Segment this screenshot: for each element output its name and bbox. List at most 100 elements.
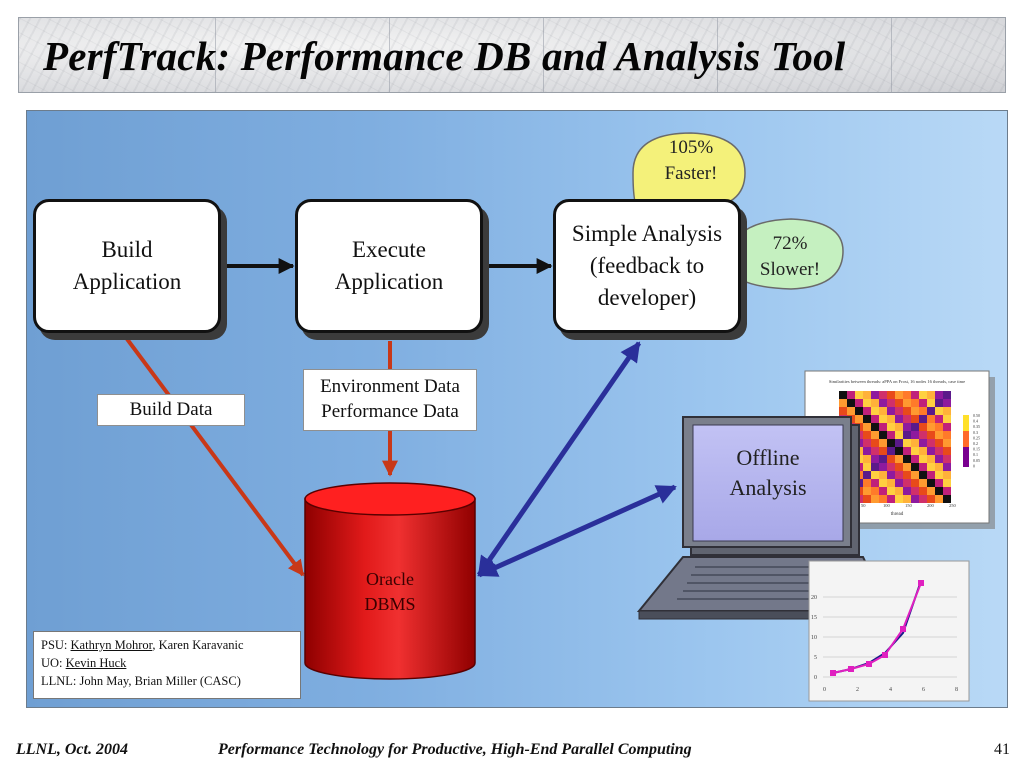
heatmap-cell	[927, 399, 935, 407]
heatmap-cell	[935, 439, 943, 447]
heatmap-cell	[919, 487, 927, 495]
heatmap-colorbar-mid	[963, 431, 969, 447]
linechart-x-tick: 6	[922, 687, 925, 693]
slower-bubble-text: 72% Slower!	[739, 231, 841, 283]
heatmap-cell	[871, 487, 879, 495]
execute-node-line-2: Application	[334, 269, 444, 294]
linechart-x-tick: 4	[889, 687, 892, 693]
heatmap-title: Similarities between threads: aPPA on Fr…	[829, 379, 965, 385]
heatmap-cell	[935, 479, 943, 487]
heatmap-cell	[903, 463, 911, 471]
env-data-text: Environment Data	[320, 376, 460, 398]
heatmap-cell	[943, 439, 951, 447]
linechart-markers	[830, 580, 924, 676]
heatmap-cell	[927, 495, 935, 503]
kevin-huck-link[interactable]: Kevin Huck	[65, 656, 127, 670]
heatmap-cell	[927, 487, 935, 495]
heatmap-cell	[887, 431, 895, 439]
heatmap-cell	[863, 447, 871, 455]
heatmap-cell	[839, 391, 847, 399]
heatmap-cell	[911, 471, 919, 479]
heatmap-cell	[919, 495, 927, 503]
heatmap-cell	[919, 455, 927, 463]
heatmap-cell	[911, 479, 919, 487]
heatmap-cell	[943, 391, 951, 399]
heatmap-scale-label: 0.15	[973, 447, 980, 452]
heatmap-cell	[895, 423, 903, 431]
heatmap-cell	[903, 471, 911, 479]
heatmap-cell	[895, 495, 903, 503]
db-line-2: DBMS	[364, 593, 416, 614]
heatmap-cell	[871, 423, 879, 431]
footer-left: LLNL, Oct. 2004	[16, 741, 128, 758]
build-data-label: Build Data	[97, 394, 245, 426]
heatmap-cell	[895, 407, 903, 415]
linechart-x-tick: 2	[856, 687, 859, 693]
heatmap-cell	[903, 439, 911, 447]
kathryn-mohror-link[interactable]: Kathryn Mohror	[70, 638, 153, 652]
linechart-y-tick: 15	[811, 615, 817, 621]
heatmap-cell	[895, 479, 903, 487]
env-perf-data-label: Environment Data Performance Data	[303, 369, 477, 431]
arrow-db-offline	[477, 484, 677, 578]
heatmap-scale-label: 0	[973, 463, 975, 468]
execute-application-node: Execute Application	[295, 199, 483, 333]
oracle-db-cylinder	[304, 482, 476, 680]
heatmap-cell	[871, 447, 879, 455]
heatmap-cell	[911, 391, 919, 399]
heatmap-cell	[911, 407, 919, 415]
credits-psu: PSU: Kathryn Mohror, Karen Karavanic	[41, 636, 293, 654]
heatmap-cell	[879, 423, 887, 431]
heatmap-cell	[855, 407, 863, 415]
heatmap-cell	[919, 463, 927, 471]
linechart-y-tick: 20	[811, 595, 817, 601]
heatmap-cell	[903, 479, 911, 487]
heatmap-cell	[895, 471, 903, 479]
heatmap-colorbar-top	[963, 415, 969, 431]
heatmap-cell	[895, 447, 903, 455]
linechart-y-tick: 0	[814, 675, 817, 681]
heatmap-cell	[887, 471, 895, 479]
heatmap-cell	[927, 423, 935, 431]
heatmap-cell	[879, 463, 887, 471]
heatmap-scale-label: 0.50	[973, 413, 980, 418]
heatmap-cell	[943, 463, 951, 471]
heatmap-cell	[887, 479, 895, 487]
heatmap-cell	[943, 431, 951, 439]
heatmap-scale-label: 0.2	[973, 441, 978, 446]
simple-analysis-node: Simple Analysis (feedback to developer)	[553, 199, 741, 333]
heatmap-cell	[903, 399, 911, 407]
arrow-build-to-db	[125, 337, 305, 577]
oracle-dbms-label: Oracle DBMS	[323, 567, 457, 617]
heatmap-scale-label: 0.25	[973, 435, 980, 440]
faster-word: Faster!	[664, 163, 718, 185]
heatmap-cell	[871, 495, 879, 503]
heatmap-cell	[943, 447, 951, 455]
heatmap-cell	[903, 455, 911, 463]
heatmap-cell	[919, 391, 927, 399]
title-banner: PerfTrack: Performance DB and Analysis T…	[18, 17, 1006, 93]
heatmap-cell	[919, 407, 927, 415]
heatmap-cell	[863, 431, 871, 439]
uo-prefix: UO:	[41, 656, 66, 670]
heatmap-cell	[919, 399, 927, 407]
heatmap-cell	[863, 407, 871, 415]
heatmap-cell	[927, 479, 935, 487]
analysis-node-line-1: Simple Analysis	[571, 221, 723, 247]
heatmap-x-tick: 100	[883, 503, 891, 508]
heatmap-x-tick: 150	[905, 503, 913, 508]
heatmap-cell	[927, 431, 935, 439]
heatmap-cell	[935, 471, 943, 479]
banner-divider	[389, 18, 390, 92]
linechart-y-tick: 5	[814, 655, 817, 661]
heatmap-cell	[839, 399, 847, 407]
footer-center: Performance Technology for Productive, H…	[218, 741, 692, 758]
diagram-graphics: Similarities between threads: aPPA on Fr…	[125, 132, 995, 702]
heatmap-cell	[863, 399, 871, 407]
heatmap-cell	[911, 415, 919, 423]
heatmap-cell	[887, 455, 895, 463]
heatmap-cell	[895, 463, 903, 471]
heatmap-cell	[911, 455, 919, 463]
heatmap-cell	[935, 447, 943, 455]
heatmap-scale-label: 0.4	[973, 419, 978, 424]
